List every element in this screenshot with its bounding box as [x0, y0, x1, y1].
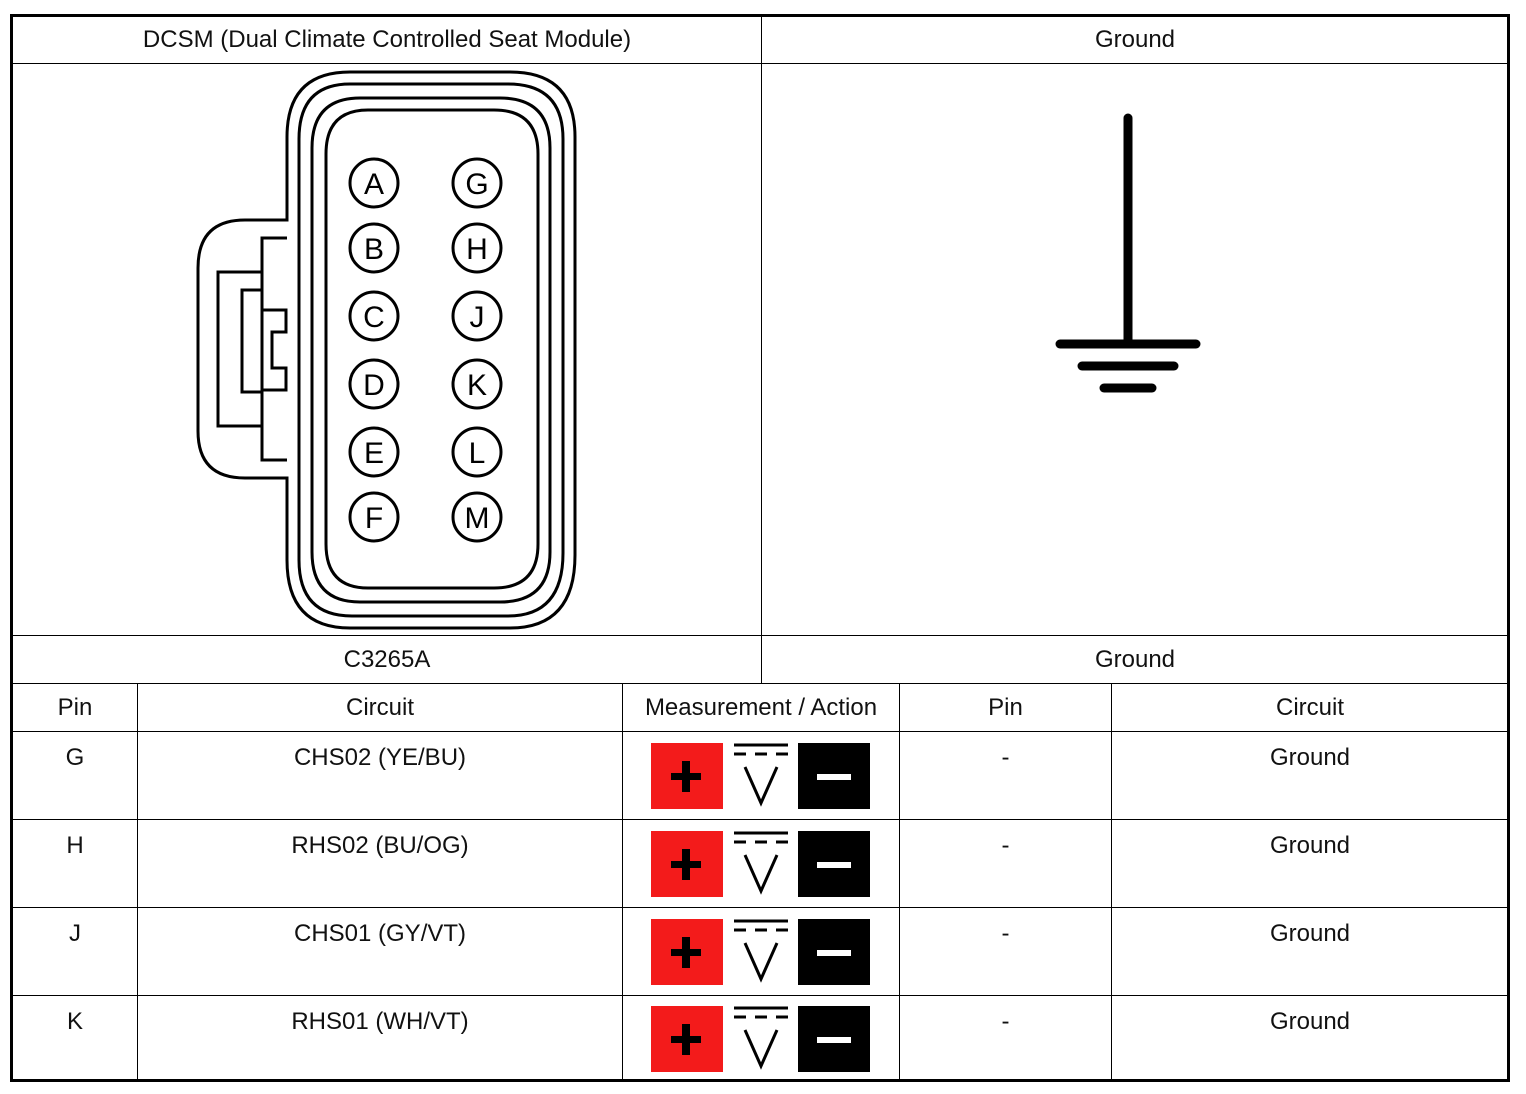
positive-lead-icon — [651, 919, 723, 985]
ground-symbol-icon — [1055, 113, 1201, 393]
measurement-cell — [651, 829, 871, 897]
divider — [1111, 684, 1112, 1080]
connector-face-icon: A G B H C J D K E L F M — [196, 70, 577, 630]
pin-socket-icon — [451, 222, 503, 274]
pin-label: B — [364, 233, 384, 266]
negative-lead-icon — [798, 919, 870, 985]
pin-socket-icon — [451, 426, 503, 478]
divider — [761, 16, 762, 684]
pin-label: C — [363, 301, 385, 334]
pin-label: A — [364, 168, 384, 201]
col-header-circuit-2: Circuit — [1275, 693, 1344, 721]
dc-voltage-icon — [734, 831, 788, 895]
pin-socket-icon — [451, 157, 503, 209]
pin-label: E — [364, 437, 384, 470]
circuit-2-cell: Ground — [1269, 744, 1351, 771]
pin-label: J — [470, 301, 485, 334]
pin-cell: G — [65, 744, 85, 771]
pinout-table — [10, 14, 1510, 1082]
connector-title: DCSM (Dual Climate Controlled Seat Modul… — [142, 26, 632, 53]
pin-label: M — [465, 502, 490, 535]
divider — [12, 907, 1508, 908]
col-header-measurement: Measurement / Action — [644, 693, 878, 721]
divider — [137, 684, 138, 1080]
circuit-2-cell: Ground — [1269, 1008, 1351, 1035]
pin-socket-icon — [348, 157, 400, 209]
divider — [12, 731, 1508, 732]
positive-lead-icon — [651, 1006, 723, 1072]
measurement-cell — [651, 1004, 871, 1072]
pin-socket-icon — [451, 290, 503, 342]
circuit-cell: RHS01 (WH/VT) — [291, 1008, 469, 1035]
pin-label: H — [466, 233, 488, 266]
pin-2-cell: - — [1001, 1008, 1010, 1035]
divider — [12, 635, 1508, 636]
pin-socket-icon — [451, 491, 503, 543]
col-header-circuit: Circuit — [345, 693, 414, 721]
dc-voltage-icon — [734, 743, 788, 807]
connector-id: C3265A — [343, 645, 431, 673]
pin-2-cell: - — [1001, 832, 1010, 859]
circuit-cell: RHS02 (BU/OG) — [291, 832, 469, 859]
pin-cell: H — [66, 832, 84, 859]
pin-cell: J — [69, 920, 81, 947]
positive-lead-icon — [651, 831, 723, 897]
pin-label: D — [363, 369, 385, 402]
pin-cell: K — [66, 1008, 83, 1035]
circuit-cell: CHS02 (YE/BU) — [293, 744, 467, 771]
positive-lead-icon — [651, 743, 723, 809]
measurement-cell — [651, 917, 871, 985]
circuit-2-cell: Ground — [1269, 832, 1351, 859]
divider — [622, 684, 623, 1080]
pin-socket-icon — [451, 358, 503, 410]
dc-voltage-icon — [734, 1006, 788, 1070]
pin-socket-icon — [348, 222, 400, 274]
col-header-pin: Pin — [57, 693, 93, 721]
pin-label: F — [365, 502, 383, 535]
ground-subtitle: Ground — [1094, 645, 1176, 673]
pin-2-cell: - — [1001, 920, 1010, 947]
negative-lead-icon — [798, 743, 870, 809]
divider — [899, 684, 900, 1080]
circuit-2-cell: Ground — [1269, 920, 1351, 947]
pin-socket-icon — [348, 290, 400, 342]
pin-socket-icon — [348, 358, 400, 410]
divider — [12, 683, 1508, 684]
divider — [12, 63, 1508, 64]
pin-label: K — [467, 369, 487, 402]
negative-lead-icon — [798, 1006, 870, 1072]
circuit-cell: CHS01 (GY/VT) — [293, 920, 467, 947]
negative-lead-icon — [798, 831, 870, 897]
divider — [12, 819, 1508, 820]
pin-label: L — [469, 437, 486, 470]
pin-socket-icon — [348, 491, 400, 543]
measurement-cell — [651, 741, 871, 809]
col-header-pin-2: Pin — [988, 693, 1023, 721]
pin-2-cell: - — [1001, 744, 1010, 771]
divider — [12, 995, 1508, 996]
pin-label: G — [465, 168, 488, 201]
dc-voltage-icon — [734, 919, 788, 983]
ground-title: Ground — [1094, 26, 1176, 53]
pin-socket-icon — [348, 426, 400, 478]
